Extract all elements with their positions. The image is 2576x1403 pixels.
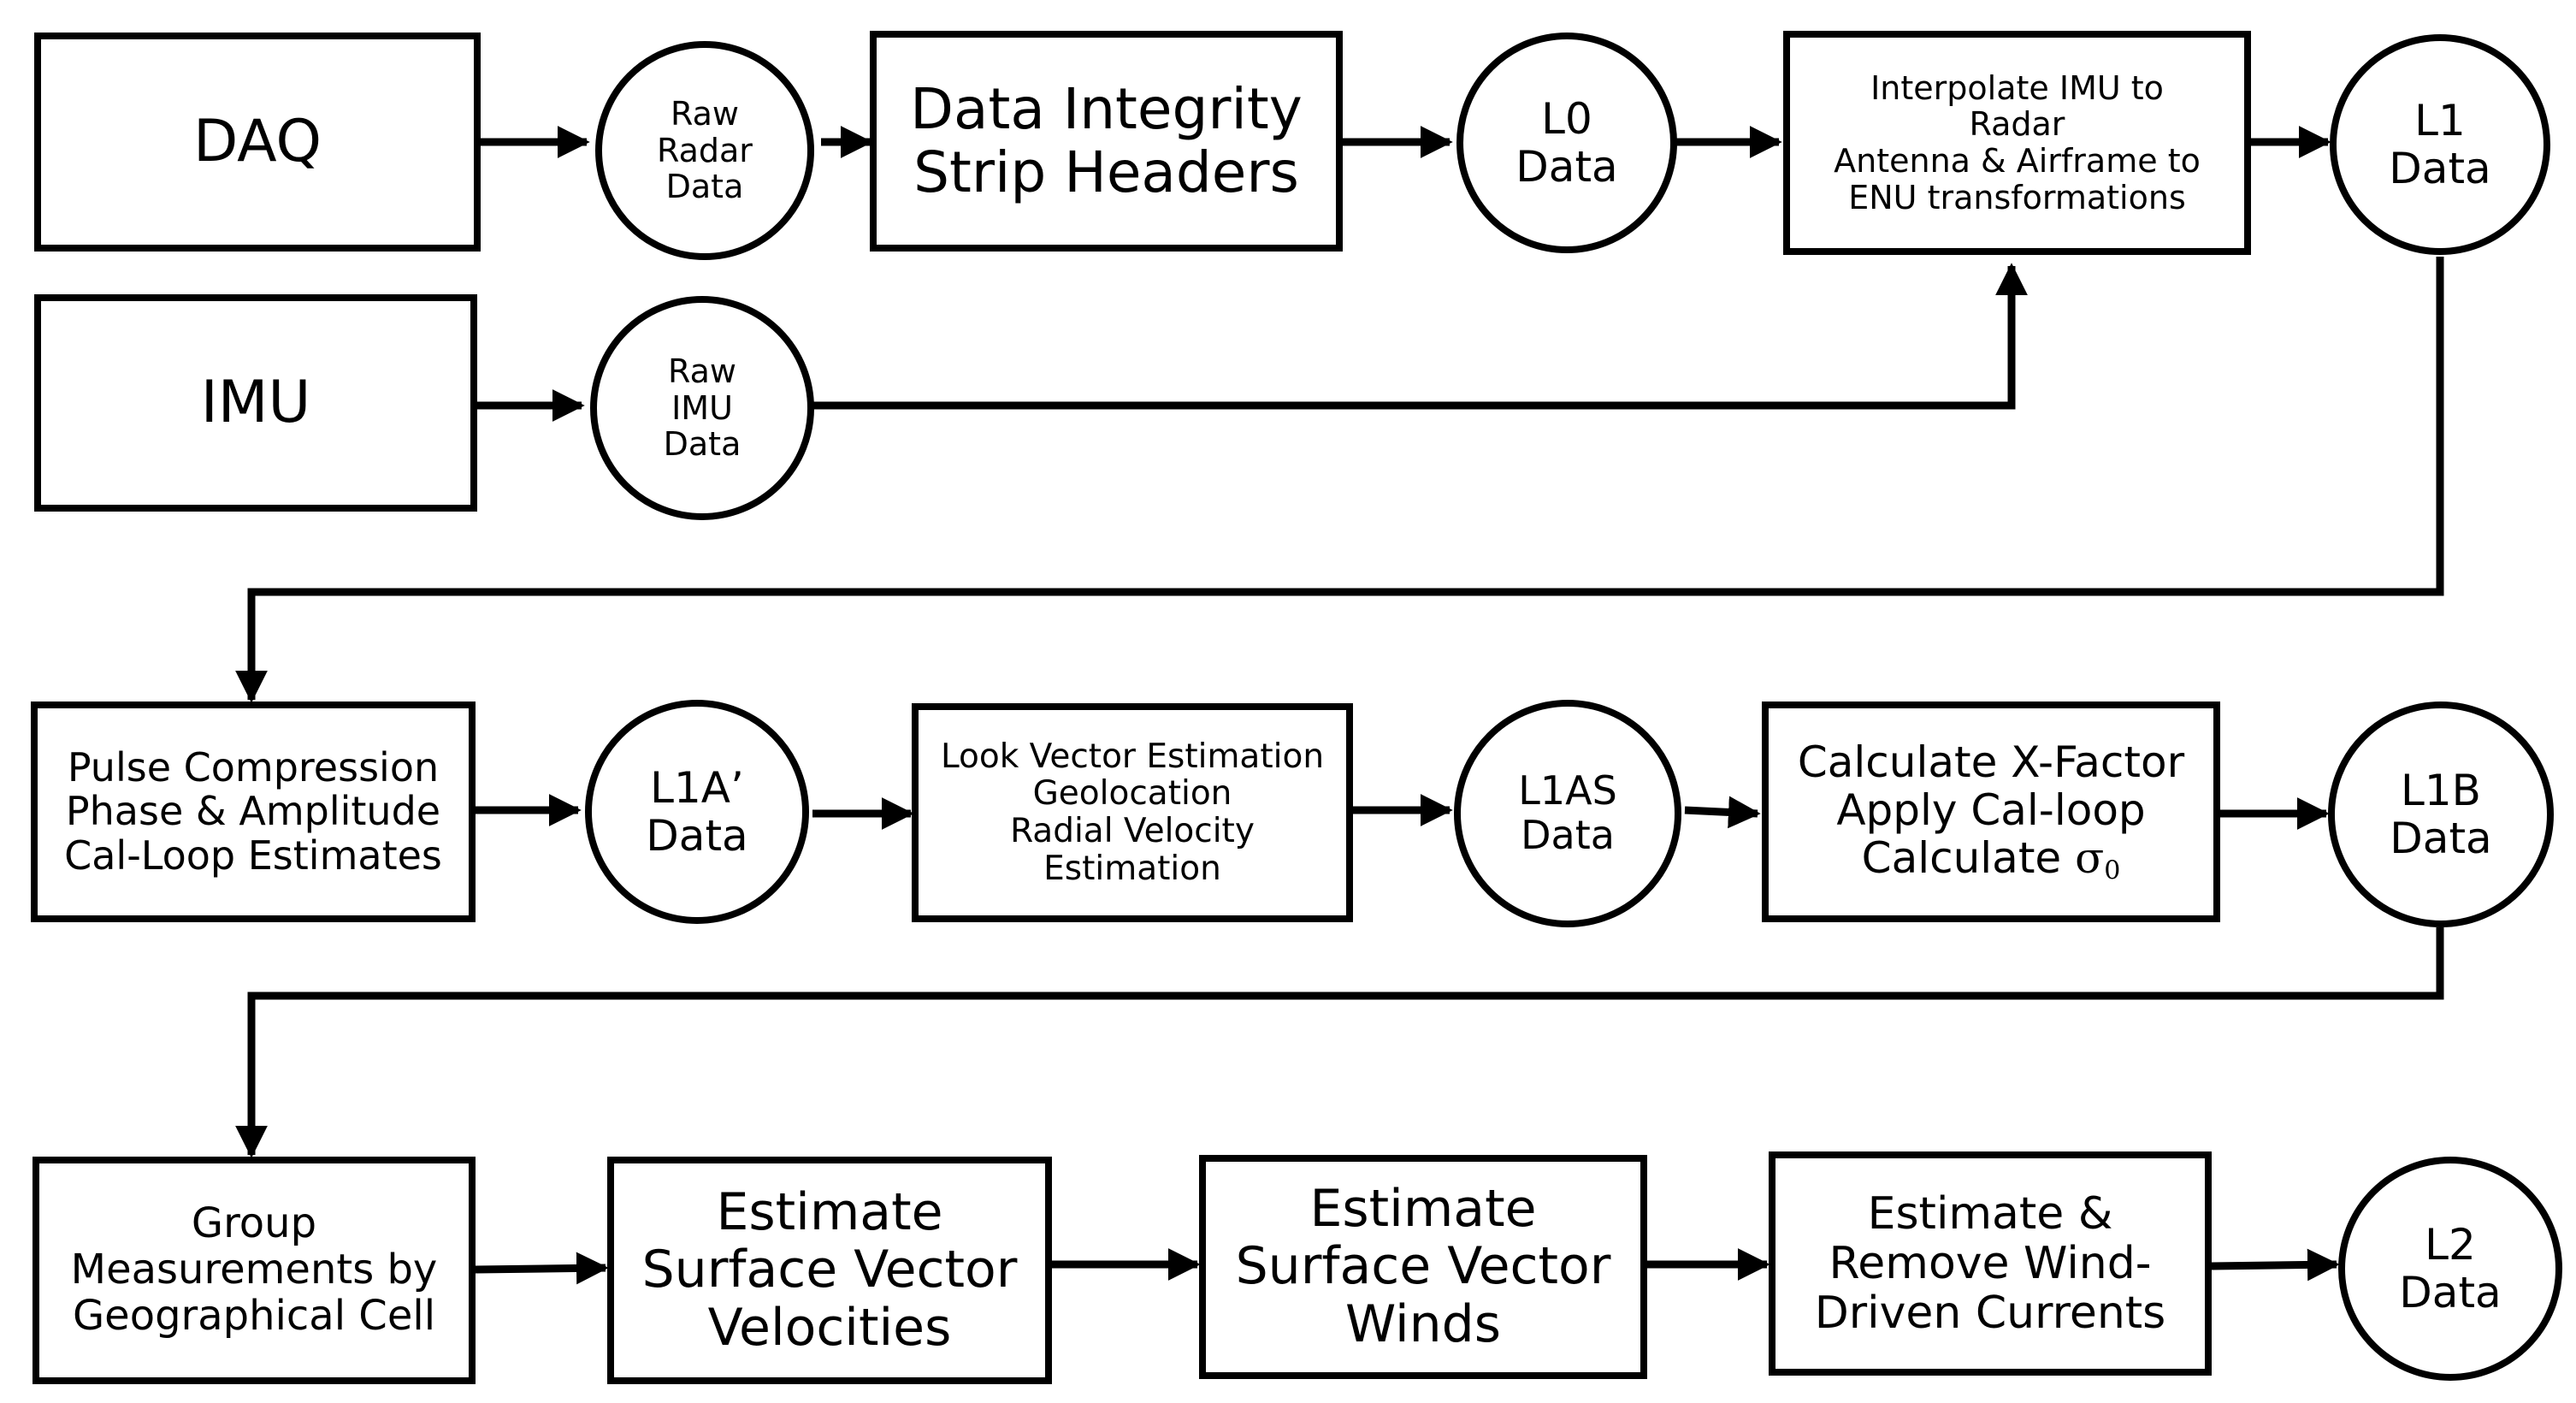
- l1a-line-2: Data: [646, 811, 748, 861]
- l1as-line-2: Data: [1521, 812, 1615, 858]
- sigma-symbol: σ: [2075, 832, 2105, 883]
- group-line-1: Group: [191, 1199, 317, 1248]
- xfactor-line-1: Calculate X-Factor: [1797, 737, 2185, 787]
- l1b-line-2: Data: [2390, 814, 2492, 863]
- l1as-line-1: L1AS: [1518, 767, 1617, 814]
- daq-label: DAQ: [192, 107, 322, 175]
- l0-data-circle: L0 Data: [1456, 33, 1677, 253]
- daq-box: DAQ: [34, 33, 481, 252]
- l1-line-1: L1: [2414, 96, 2466, 145]
- l2-line-1: L2: [2425, 1220, 2476, 1270]
- integrity-line-2: Strip Headers: [913, 139, 1299, 205]
- l1a-line-1: L1A’: [650, 763, 744, 813]
- look-line-1: Look Vector Estimation: [940, 737, 1325, 776]
- arrow-l1b-to-group: [235, 927, 2444, 1158]
- l1a-data-circle: L1A’ Data: [585, 700, 809, 924]
- velocities-line-1: Estimate: [716, 1182, 943, 1243]
- integrity-line-1: Data Integrity: [910, 76, 1303, 143]
- arrow-group-to-velocities: [475, 1252, 609, 1285]
- pulse-line-3: Cal-Loop Estimates: [64, 832, 442, 879]
- arrow-l1as-to-xfactor: [1684, 796, 1761, 829]
- velocities-line-3: Velocities: [707, 1297, 952, 1358]
- imu-box: IMU: [34, 294, 477, 512]
- currents-line-1: Estimate &: [1867, 1187, 2113, 1240]
- interp-line-3: Antenna & Airframe to: [1834, 142, 2201, 180]
- winds-line-3: Winds: [1344, 1293, 1502, 1354]
- raw-imu-line-3: Data: [663, 425, 741, 464]
- currents-line-3: Driven Currents: [1814, 1288, 2166, 1340]
- l1b-data-circle: L1B Data: [2328, 702, 2554, 927]
- pulse-line-1: Pulse Compression: [67, 743, 440, 790]
- xfactor-line-3: Calculate σ0: [1862, 834, 2121, 885]
- raw-radar-line-2: Radar: [657, 131, 753, 169]
- wind-driven-currents-box: Estimate & Remove Wind- Driven Currents: [1769, 1151, 2212, 1376]
- arrow-currents-to-l2: [2211, 1248, 2340, 1282]
- imu-label: IMU: [200, 368, 311, 436]
- group-line-2: Measurements by: [70, 1246, 438, 1294]
- look-vector-box: Look Vector Estimation Geolocation Radia…: [912, 703, 1353, 922]
- raw-imu-line-1: Raw: [668, 352, 736, 391]
- xfactor-sigma-prefix: Calculate: [1861, 832, 2076, 883]
- l1-data-circle: L1 Data: [2330, 34, 2550, 255]
- data-integrity-box: Data Integrity Strip Headers: [870, 31, 1343, 252]
- arrow-raw-imu-to-interp: [811, 263, 2028, 410]
- group-measurements-box: Group Measurements by Geographical Cell: [32, 1157, 476, 1384]
- pulse-line-2: Phase & Amplitude: [65, 788, 441, 835]
- surface-vector-velocities-box: Estimate Surface Vector Velocities: [607, 1157, 1052, 1384]
- l2-data-circle: L2 Data: [2338, 1157, 2562, 1381]
- raw-imu-data-circle: Raw IMU Data: [590, 296, 814, 520]
- pulse-compression-box: Pulse Compression Phase & Amplitude Cal-…: [31, 702, 476, 922]
- l1as-data-circle: L1AS Data: [1454, 700, 1681, 927]
- raw-imu-line-2: IMU: [671, 388, 733, 427]
- group-line-3: Geographical Cell: [72, 1291, 436, 1340]
- velocities-line-2: Surface Vector: [641, 1240, 1018, 1300]
- look-line-3: Radial Velocity: [1010, 812, 1255, 850]
- sigma-subscript: 0: [2104, 855, 2121, 886]
- interp-line-1: Interpolate IMU to: [1870, 68, 2164, 107]
- l1-line-2: Data: [2389, 144, 2491, 193]
- look-line-4: Estimation: [1043, 849, 1221, 888]
- arrow-l1-to-pulse: [235, 257, 2444, 703]
- interp-line-2: Radar: [1969, 105, 2065, 144]
- surface-vector-winds-box: Estimate Surface Vector Winds: [1199, 1155, 1647, 1379]
- l1b-line-1: L1B: [2401, 766, 2481, 815]
- l2-line-2: Data: [2399, 1268, 2502, 1317]
- x-factor-box: Calculate X-Factor Apply Cal-loop Calcul…: [1762, 702, 2220, 922]
- l0-line-2: Data: [1515, 142, 1618, 192]
- interp-line-4: ENU transformations: [1848, 178, 2186, 216]
- currents-line-2: Remove Wind-: [1829, 1237, 2152, 1289]
- look-line-2: Geolocation: [1032, 774, 1232, 814]
- winds-line-1: Estimate: [1309, 1179, 1537, 1240]
- raw-radar-data-circle: Raw Radar Data: [595, 41, 814, 260]
- xfactor-line-2: Apply Cal-loop: [1836, 784, 2146, 835]
- raw-radar-line-3: Data: [665, 168, 744, 206]
- raw-radar-line-1: Raw: [671, 95, 739, 133]
- l0-line-1: L0: [1541, 94, 1592, 144]
- interpolate-imu-box: Interpolate IMU to Radar Antenna & Airfr…: [1783, 31, 2251, 255]
- winds-line-2: Surface Vector: [1235, 1236, 1611, 1297]
